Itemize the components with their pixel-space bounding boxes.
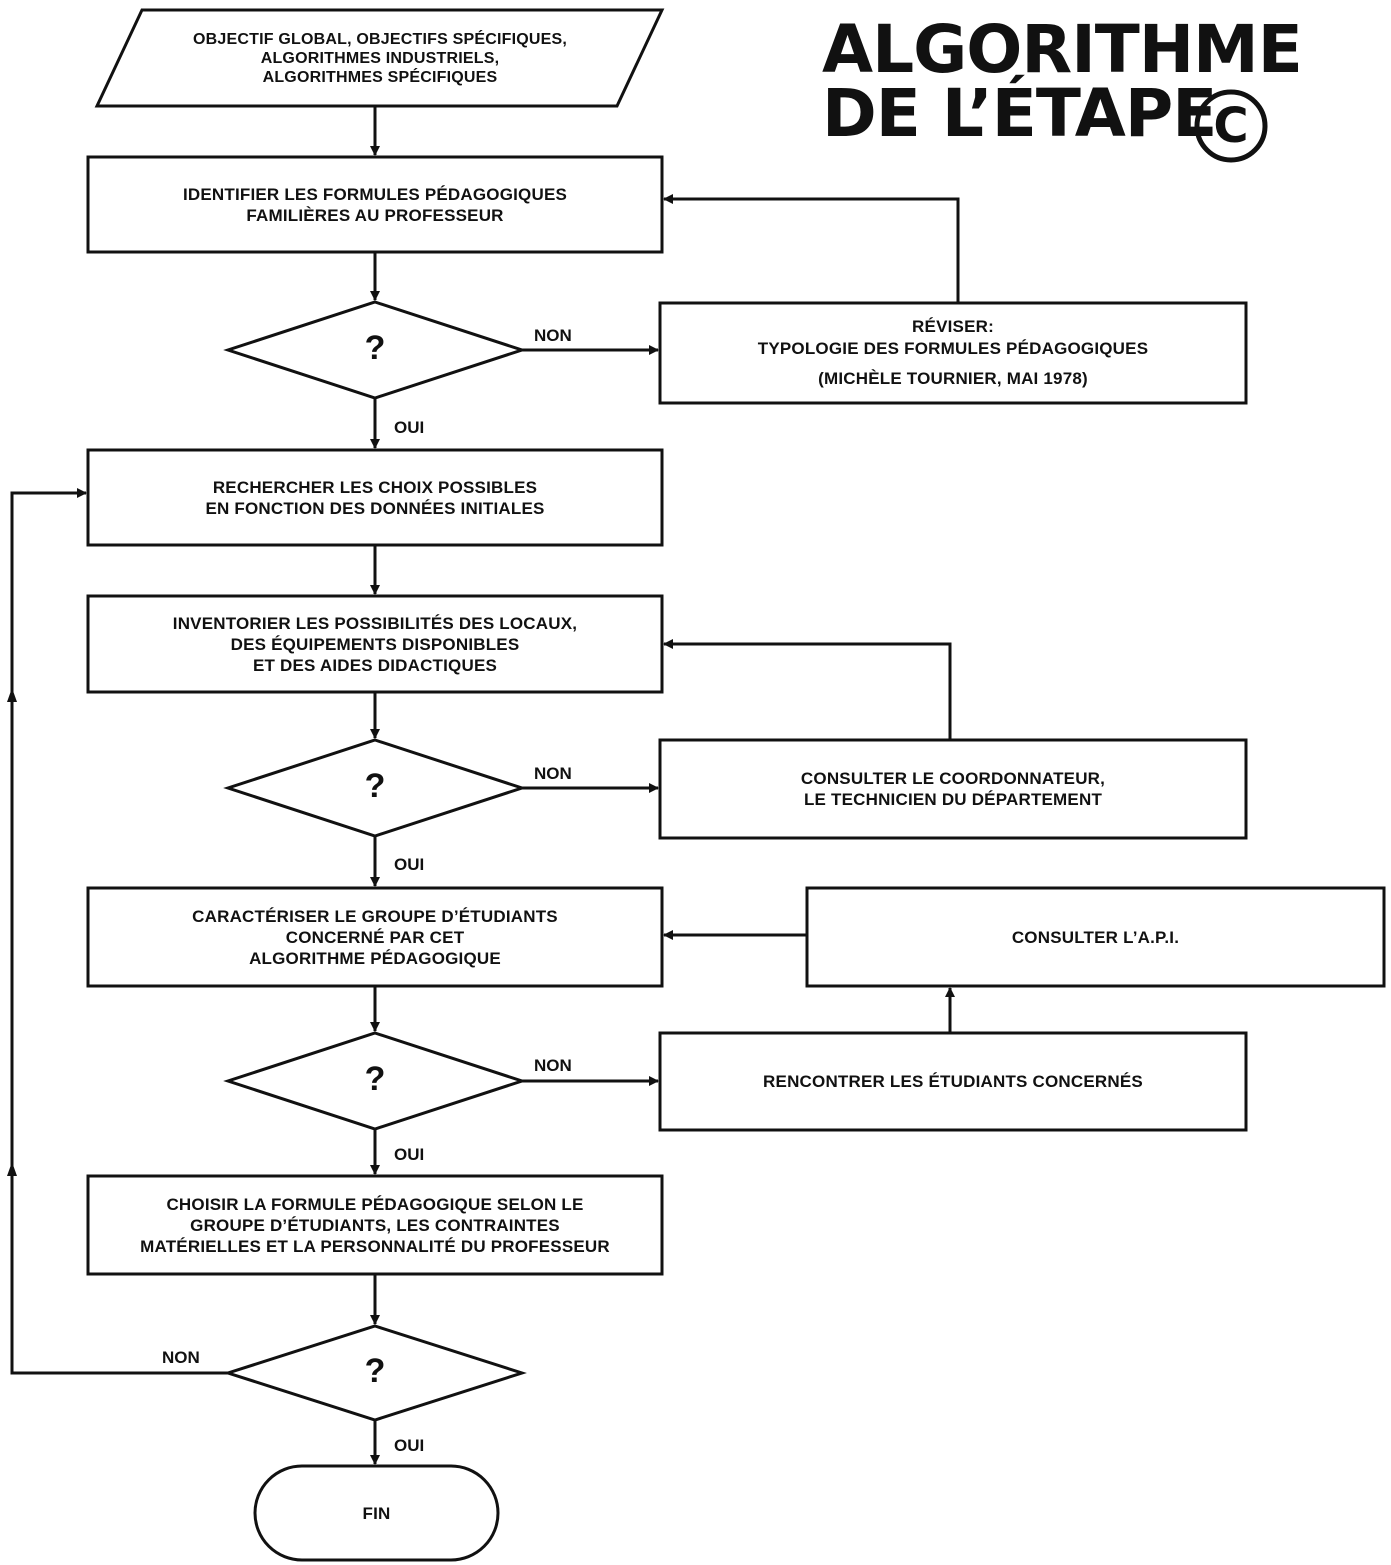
inventorier-line-1: INVENTORIER LES POSSIBILITÉS DES LOCAUX, [172, 613, 578, 633]
choisir-text: CHOISIR LA FORMULE PÉDAGOGIQUE SELON LE … [90, 1178, 660, 1272]
inventorier-line-3: ET DES AIDES DIDACTIQUES [252, 655, 498, 675]
title-line-2: DE L’ÉTAPE [822, 75, 1217, 152]
label-q3-oui: OUI [394, 1145, 425, 1164]
choisir-line-3: MATÉRIELLES ET LA PERSONNALITÉ DU PROFES… [140, 1236, 610, 1256]
reviser-box [658, 301, 1248, 405]
consulter-coord-box [658, 738, 1248, 840]
label-q4-non: NON [162, 1348, 200, 1367]
input-line-1: OBJECTIF GLOBAL, OBJECTIFS SPÉCIFIQUES, [192, 30, 568, 48]
consulter-api-box [805, 886, 1386, 988]
rencontrer-text: RENCONTRER LES ÉTUDIANTS CONCERNÉS [662, 1035, 1244, 1128]
inventorier-text: INVENTORIER LES POSSIBILITÉS DES LOCAUX,… [90, 598, 660, 690]
rencontrer-line-1: RENCONTRER LES ÉTUDIANTS CONCERNÉS [763, 1072, 1143, 1091]
choisir-line-1: CHOISIR LA FORMULE PÉDAGOGIQUE SELON LE [166, 1194, 584, 1214]
consulter-api-line-1: CONSULTER L’A.P.I. [1011, 927, 1180, 947]
consulter-coord-line-1: CONSULTER LE COORDONNATEUR, [800, 769, 1106, 788]
fin-text: FIN [257, 1468, 496, 1558]
reviser-line-2: TYPOLOGIE DES FORMULES PÉDAGOGIQUES [757, 339, 1149, 358]
input-text: OBJECTIF GLOBAL, OBJECTIFS SPÉCIFIQUES, … [120, 14, 640, 102]
choisir-line-2: GROUPE D’ÉTUDIANTS, LES CONTRAINTES [190, 1215, 560, 1235]
consulter-coord-line-2: LE TECHNICIEN DU DÉPARTEMENT [803, 790, 1103, 809]
consulter-coord-text: CONSULTER LE COORDONNATEUR, LE TECHNICIE… [662, 742, 1244, 836]
decision-2-question: ? [364, 767, 386, 805]
label-q1-non: NON [534, 326, 572, 345]
label-q1-oui: OUI [394, 418, 425, 437]
inventorier-box [86, 594, 664, 694]
caracteriser-line-3: ALGORITHME PÉDAGOGIQUE [249, 948, 501, 968]
edge-consulter-coord-inventorier [663, 639, 952, 740]
diagram-title: ALGORITHME DE L’ÉTAPE [822, 11, 1303, 152]
rechercher-box [86, 448, 664, 547]
circled-letter-mark: C [1194, 89, 1268, 163]
consulter-api-text: CONSULTER L’A.P.I. [809, 890, 1382, 984]
loop-arrowhead-upper [7, 688, 17, 702]
identifier-line-2: FAMILIÈRES AU PROFESSEUR [246, 205, 504, 225]
fin-terminator [253, 1464, 500, 1562]
circled-letter: C [1213, 98, 1248, 154]
input-parallelogram [94, 8, 665, 108]
caracteriser-line-2: CONCERNÉ PAR CET [285, 927, 465, 947]
identifier-box [86, 155, 664, 254]
choisir-box [86, 1174, 664, 1276]
reviser-text: RÉVISER: TYPOLOGIE DES FORMULES PÉDAGOGI… [662, 305, 1244, 401]
label-q2-non: NON [534, 764, 572, 783]
edge-q4-loop-back [10, 488, 228, 1375]
reviser-line-1: RÉVISER: [912, 317, 994, 336]
label-q3-non: NON [534, 1056, 572, 1075]
fin-line-1: FIN [362, 1503, 391, 1523]
input-line-2: ALGORITHMES INDUSTRIELS, [260, 49, 500, 67]
edge-reviser-identifier [663, 194, 960, 303]
rechercher-text: RECHERCHER LES CHOIX POSSIBLES EN FONCTI… [90, 452, 660, 543]
identifier-text: IDENTIFIER LES FORMULES PÉDAGOGIQUES FAM… [90, 159, 660, 250]
rechercher-line-2: EN FONCTION DES DONNÉES INITIALES [205, 498, 545, 518]
decision-1-question: ? [364, 329, 386, 367]
inventorier-line-2: DES ÉQUIPEMENTS DISPONIBLES [230, 634, 520, 654]
rencontrer-box [658, 1031, 1248, 1132]
input-line-3: ALGORITHMES SPÉCIFIQUES [262, 68, 498, 86]
label-q2-oui: OUI [394, 855, 425, 874]
caracteriser-text: CARACTÉRISER LE GROUPE D’ÉTUDIANTS CONCE… [90, 890, 660, 984]
connectors [10, 106, 960, 1465]
decision-3-question: ? [364, 1060, 386, 1098]
loop-arrowhead-lower [7, 1162, 17, 1176]
caracteriser-line-1: CARACTÉRISER LE GROUPE D’ÉTUDIANTS [192, 906, 558, 926]
caracteriser-box [86, 886, 664, 988]
identifier-line-1: IDENTIFIER LES FORMULES PÉDAGOGIQUES [182, 184, 568, 204]
reviser-line-3: (MICHÈLE TOURNIER, MAI 1978) [818, 369, 1088, 388]
rechercher-line-1: RECHERCHER LES CHOIX POSSIBLES [212, 477, 538, 497]
label-q4-oui: OUI [394, 1436, 425, 1455]
title-line-1: ALGORITHME [822, 11, 1303, 88]
decision-4-question: ? [364, 1352, 386, 1390]
